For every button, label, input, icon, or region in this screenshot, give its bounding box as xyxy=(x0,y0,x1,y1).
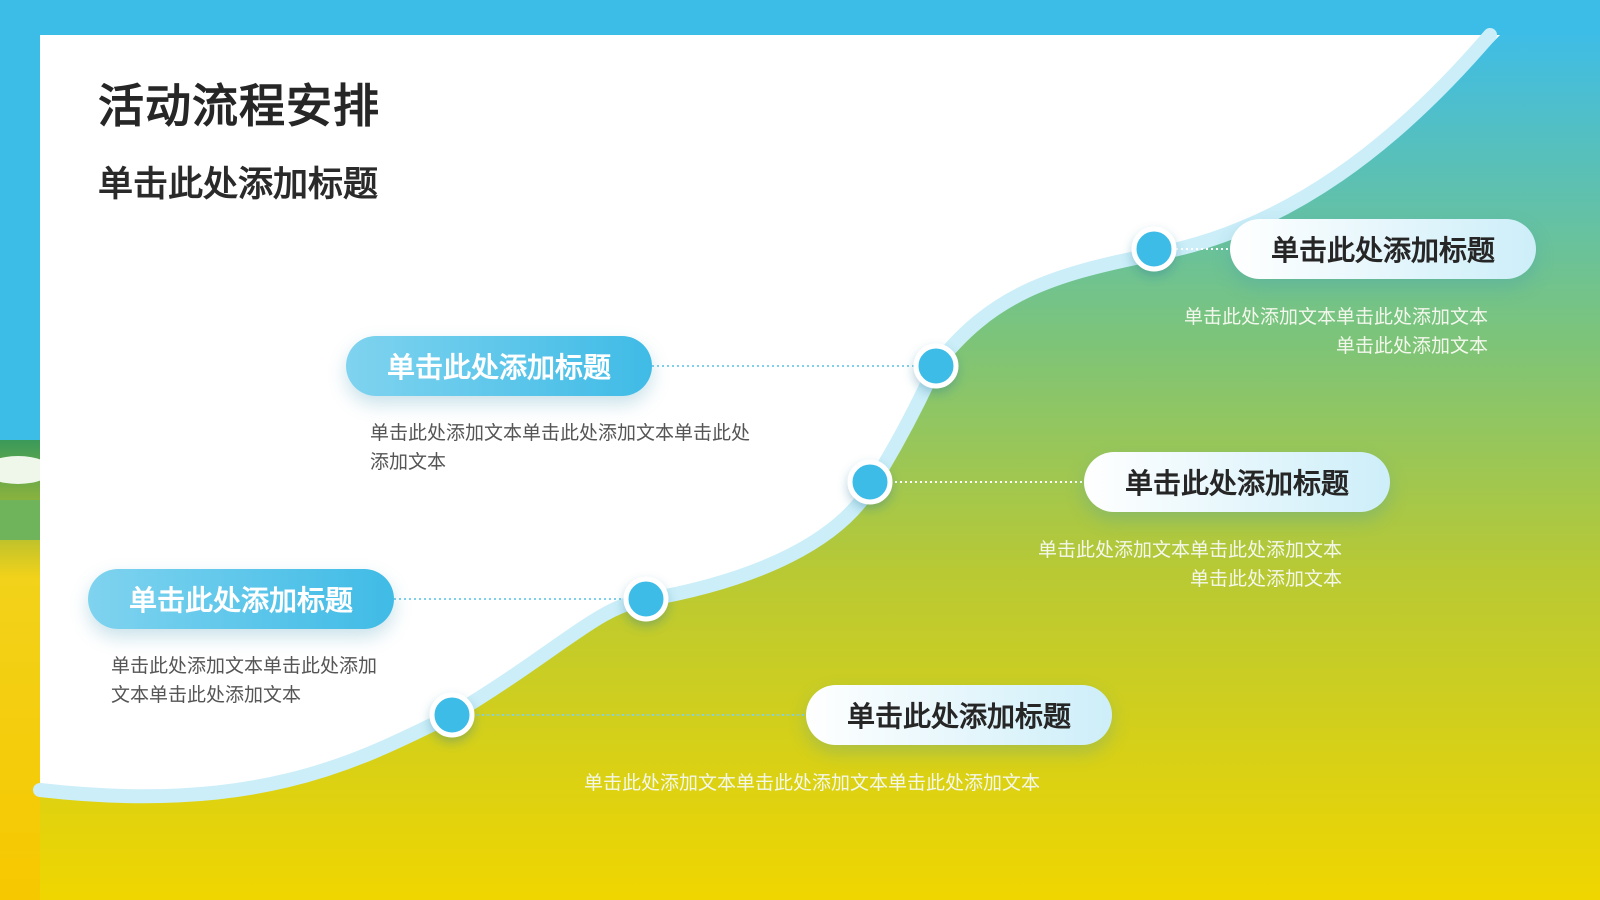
step-3-description-line-1: 单击此处添加文本单击此处添加文本 xyxy=(1037,539,1342,561)
step-2-description[interactable]: 单击此处添加文本单击此处添加 文本单击此处添加文本 xyxy=(111,652,411,710)
step-4-description[interactable]: 单击此处添加文本单击此处添加文本单击此处 添加文本 xyxy=(370,419,790,477)
timeline-node-1 xyxy=(429,692,475,738)
timeline-node-5 xyxy=(1131,226,1177,272)
step-1-title-pill[interactable]: 单击此处添加标题 xyxy=(806,685,1112,745)
step-5-description-line-2: 单击此处添加文本 xyxy=(1335,335,1488,357)
timeline-node-4 xyxy=(913,343,959,389)
step-2-title-pill[interactable]: 单击此处添加标题 xyxy=(88,569,394,629)
step-5-description-line-1: 单击此处添加文本单击此处添加文本 xyxy=(1183,306,1488,328)
step-5-title-pill[interactable]: 单击此处添加标题 xyxy=(1230,219,1536,279)
step-1-description[interactable]: 单击此处添加文本单击此处添加文本单击此处添加文本 xyxy=(584,769,1104,798)
timeline-node-2 xyxy=(623,576,669,622)
step-2-description-line-2: 文本单击此处添加文本 xyxy=(111,684,302,706)
step-1-description-line-1: 单击此处添加文本单击此处添加文本单击此处添加文本 xyxy=(584,772,1041,794)
step-4-description-line-2: 添加文本 xyxy=(370,451,447,473)
step-2-description-line-1: 单击此处添加文本单击此处添加 xyxy=(111,655,378,677)
step-5-description[interactable]: 单击此处添加文本单击此处添加文本 单击此处添加文本 xyxy=(1136,303,1488,361)
content-sheet xyxy=(40,35,1500,797)
step-3-description-line-2: 单击此处添加文本 xyxy=(1189,568,1342,590)
slide-title[interactable]: 活动流程安排 xyxy=(98,79,380,133)
slide-subtitle[interactable]: 单击此处添加标题 xyxy=(98,165,379,205)
cloud-shape xyxy=(0,456,52,484)
step-3-description[interactable]: 单击此处添加文本单击此处添加文本 单击此处添加文本 xyxy=(990,536,1342,594)
gradient-field xyxy=(40,35,1600,900)
step-3-title-pill[interactable]: 单击此处添加标题 xyxy=(1084,452,1390,512)
step-4-description-line-1: 单击此处添加文本单击此处添加文本单击此处 xyxy=(370,422,751,444)
step-4-title-pill[interactable]: 单击此处添加标题 xyxy=(346,336,652,396)
field-band xyxy=(0,500,45,540)
timeline-node-3 xyxy=(847,459,893,505)
